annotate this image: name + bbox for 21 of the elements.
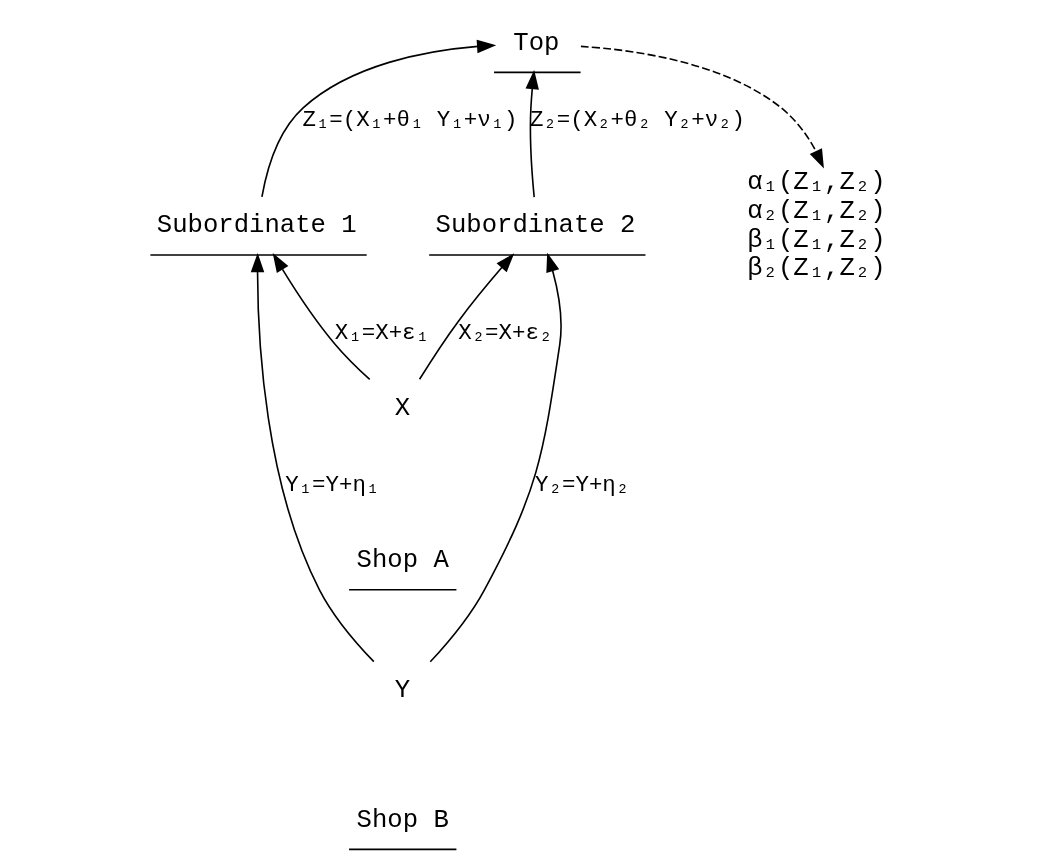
node-text: α₁(Z₁,Z₂) α₂(Z₁,Z₂) β₁(Z₁,Z₂) β₂(Z₁,Z₂) (746, 167, 886, 284)
edge-label: Y₁=Y+η₁ (284, 471, 379, 498)
node-text: Y (394, 675, 410, 705)
label: Shop B (356, 805, 449, 835)
arrow (525, 70, 539, 198)
node-text: Subordinate 1 (156, 211, 357, 241)
arrow (260, 39, 496, 198)
arrow (429, 252, 562, 663)
edge-label: Z₁=(X₁+θ₁ Y₁+ν₁) (301, 106, 518, 133)
arrow (250, 252, 375, 663)
label: Shop A (356, 546, 449, 576)
edge-label: X₂=X+ε₂ (457, 319, 552, 346)
edge-label: Z₂=(X₂+θ₂ Y₂+ν₂) (529, 106, 745, 133)
edge-label: Y₂=Y+η₂ (534, 471, 629, 498)
node-text: Subordinate 2 (435, 211, 636, 241)
arrow (579, 45, 824, 169)
arrow (272, 252, 370, 381)
arrow (418, 253, 514, 381)
node-text: X (394, 393, 410, 423)
edge-label: X₁=X+ε₁ (334, 319, 429, 346)
node-text: Top (512, 28, 559, 58)
